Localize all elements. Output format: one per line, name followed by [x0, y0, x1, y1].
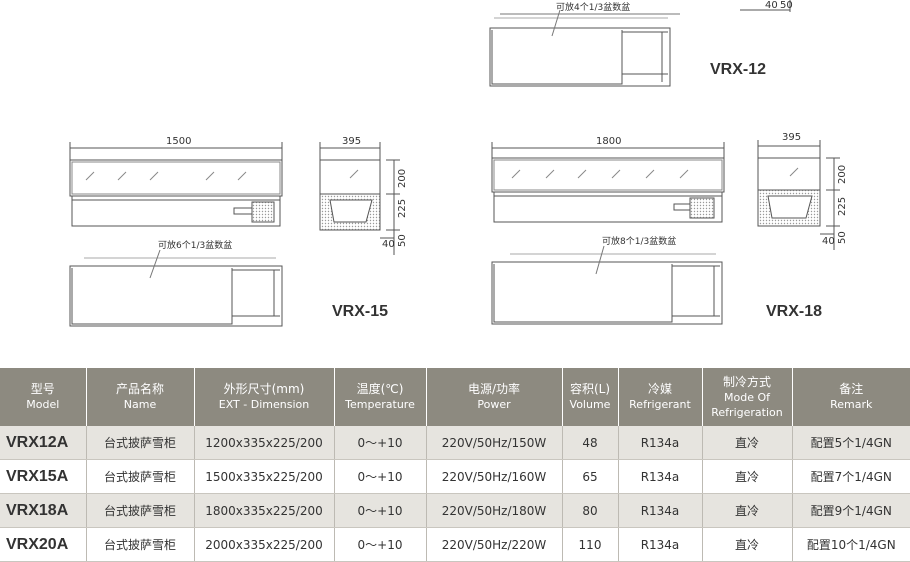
column-header: 产品名称 Name	[86, 368, 195, 426]
table-cell: 直冷	[702, 527, 793, 562]
table-cell: R134a	[618, 459, 703, 494]
table-cell: 80	[562, 493, 619, 528]
table-cell: 110	[562, 527, 619, 562]
vrx12-top-view	[489, 9, 680, 87]
vrx15-title: VRX-15	[332, 303, 388, 320]
column-header: 备注 Remark	[792, 368, 910, 426]
model-cell: VRX12A	[0, 426, 87, 460]
vrx18-h2: 225	[837, 197, 848, 216]
table-cell: 1800x335x225/200	[194, 493, 335, 528]
column-header-zh: 产品名称	[115, 382, 164, 396]
model-cell: VRX20A	[0, 527, 87, 562]
table-cell: 配置10个1/4GN	[792, 527, 910, 562]
column-header-en: Power	[477, 398, 511, 411]
column-header-en: Volume	[569, 398, 611, 411]
column-header-zh: 制冷方式	[722, 374, 771, 389]
vrx15-note: 可放6个1/3盆数盆	[158, 239, 232, 251]
vrx18-depth-label: 395	[782, 132, 801, 143]
table-cell: 直冷	[702, 459, 793, 494]
vrx15-side-view	[319, 142, 400, 255]
table-cell: 220V/50Hz/180W	[426, 493, 563, 528]
column-header-en: EXT - Dimension	[218, 398, 310, 411]
column-header-zh: 备注	[839, 382, 864, 396]
model-cell: VRX18A	[0, 493, 87, 528]
table-cell: 0～+10	[334, 459, 427, 494]
column-header: 容积(L) Volume	[562, 368, 619, 426]
table-cell: 1200x335x225/200	[194, 426, 335, 460]
column-header-zh: 冷媒	[647, 382, 672, 396]
vrx18-h1: 200	[837, 165, 848, 184]
vrx15-top-view	[69, 249, 283, 327]
vrx15-depth-label: 395	[342, 136, 361, 147]
vrx15-h1: 200	[397, 169, 408, 188]
column-header-zh: 容积(L)	[569, 382, 611, 396]
vrx18-side-view	[757, 140, 840, 250]
vrx12-dim-b: 50	[780, 0, 793, 11]
table-cell: 直冷	[702, 426, 793, 460]
vrx15-h2: 225	[397, 199, 408, 218]
column-header-zh: 电源/功率	[467, 382, 521, 396]
column-header-zh: 型号	[30, 382, 55, 396]
column-header-zh: 温度(℃)	[356, 382, 404, 396]
column-header-en: Model	[26, 398, 60, 411]
table-cell: 直冷	[702, 493, 793, 528]
table-cell: 48	[562, 426, 619, 460]
column-header-en: Name	[123, 398, 157, 411]
table-cell: 台式披萨雪柜	[86, 493, 195, 528]
table-cell: 220V/50Hz/220W	[426, 527, 563, 562]
vrx12-side-fragment	[740, 0, 791, 12]
vrx18-front-view	[491, 142, 725, 223]
column-header: 冷媒 Refrigerant	[618, 368, 703, 426]
table-cell: 65	[562, 459, 619, 494]
model-cell: VRX15A	[0, 459, 87, 494]
table-cell: 台式披萨雪柜	[86, 527, 195, 562]
column-header-en: Temperature	[345, 398, 415, 411]
vrx12-note: 可放4个1/3盆数盆	[556, 1, 630, 13]
vrx15-h4: 50	[397, 234, 408, 247]
technical-drawings: 可放4个1/3盆数盆 VRX-12 40 50 1500	[69, 0, 848, 327]
table-cell: R134a	[618, 493, 703, 528]
vrx18-width-label: 1800	[596, 136, 621, 147]
table-cell: 配置9个1/4GN	[792, 493, 910, 528]
table-cell: 1500x335x225/200	[194, 459, 335, 494]
column-header-zh: 外形尺寸(mm)	[223, 382, 305, 396]
table-cell: 220V/50Hz/160W	[426, 459, 563, 494]
column-header: 外形尺寸(mm) EXT - Dimension	[194, 368, 335, 426]
column-header: 温度(℃) Temperature	[334, 368, 427, 426]
table-cell: 0～+10	[334, 426, 427, 460]
vrx18-top-view	[491, 245, 723, 325]
vrx15-width-label: 1500	[166, 136, 191, 147]
vrx18-title: VRX-18	[766, 303, 822, 320]
vrx12-dim-a: 40	[765, 0, 778, 11]
vrx18-h3: 40	[822, 236, 835, 247]
column-header-en: Refrigerant	[629, 398, 691, 411]
column-header: 电源/功率 Power	[426, 368, 563, 426]
table-cell: 配置7个1/4GN	[792, 459, 910, 494]
table-cell: 台式披萨雪柜	[86, 426, 195, 460]
column-header-en: Mode Of Refrigeration	[711, 390, 783, 419]
vrx15-h3: 40	[382, 239, 395, 250]
vrx15-front-view	[69, 142, 283, 227]
table-cell: 2000x335x225/200	[194, 527, 335, 562]
table-cell: 配置5个1/4GN	[792, 426, 910, 460]
table-cell: 0～+10	[334, 527, 427, 562]
table-header-row: 型号 Model 产品名称 Name 外形尺寸(mm) EXT - Dimension 温度…	[0, 368, 910, 426]
table-cell: R134a	[618, 426, 703, 460]
table-cell: 台式披萨雪柜	[86, 459, 195, 494]
table-cell: 0～+10	[334, 493, 427, 528]
column-header: 型号 Model	[0, 368, 87, 426]
vrx18-h4: 50	[837, 231, 848, 244]
vrx12-title: VRX-12	[710, 61, 766, 78]
column-header-en: Remark	[830, 398, 873, 411]
table-cell: 220V/50Hz/150W	[426, 426, 563, 460]
vrx18-note: 可放8个1/3盆数盆	[602, 235, 676, 247]
spec-table: 型号 Model 产品名称 Name 外形尺寸(mm) EXT - Dimension 温度…	[0, 368, 910, 562]
table-cell: R134a	[618, 527, 703, 562]
